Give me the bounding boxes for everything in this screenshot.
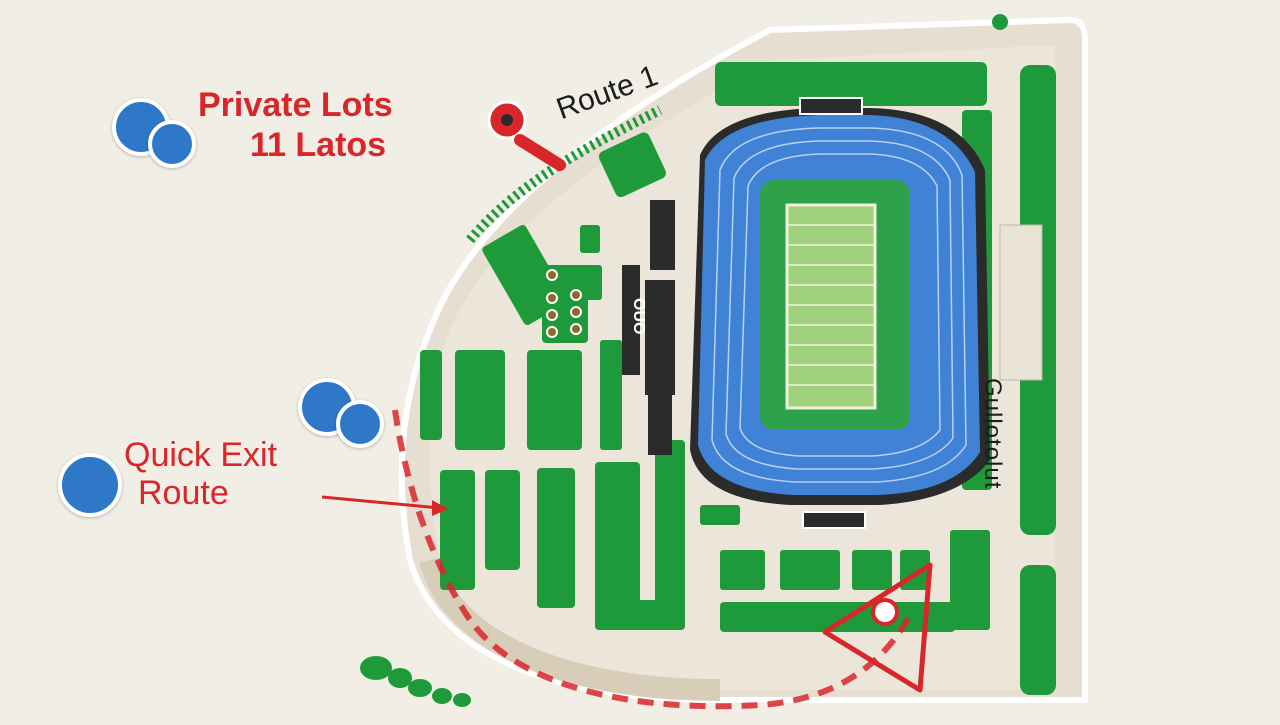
scoreboard-north <box>799 97 863 115</box>
perimeter-road <box>419 556 721 701</box>
field-boundary <box>785 203 877 410</box>
yard-lines <box>787 224 875 386</box>
scoreboard-south <box>802 511 866 529</box>
legend-private-lots-title: Private Lots <box>198 86 393 124</box>
gate-block-3 <box>650 200 675 270</box>
quick-exit-pointer-head <box>432 500 448 516</box>
seating-rows <box>711 127 967 483</box>
quick-exit-pointer <box>321 495 441 510</box>
gate-sign-label: OUO <box>630 298 647 335</box>
lot-east-strip-lower <box>1020 565 1056 695</box>
quick-exit-dot-2 <box>336 400 384 448</box>
east-sign-panel <box>999 224 1043 381</box>
east-sign-label: Gullotolut <box>979 378 1006 490</box>
route-marker-icon <box>487 100 566 171</box>
lot-northwest-block <box>598 132 666 198</box>
gate-block-4 <box>648 395 672 455</box>
legend-quick-exit-subtitle: Route <box>138 474 229 512</box>
south-tree-line <box>360 656 471 707</box>
bollard-lot <box>542 265 588 343</box>
gate-block <box>645 280 675 395</box>
stadium <box>690 97 990 529</box>
legend-quick-exit-title: Quick Exit <box>124 436 278 474</box>
lot-north-strip <box>715 62 987 106</box>
quick-exit-dot-3 <box>58 453 122 517</box>
quick-exit-route <box>392 409 913 710</box>
gate-block-2 <box>622 265 640 375</box>
legend-private-lots-subtitle: 11 Latos <box>250 126 387 164</box>
destination-arrow-icon <box>822 562 933 693</box>
private-lots-dot-2 <box>148 120 196 168</box>
tree-icon <box>992 14 1008 30</box>
